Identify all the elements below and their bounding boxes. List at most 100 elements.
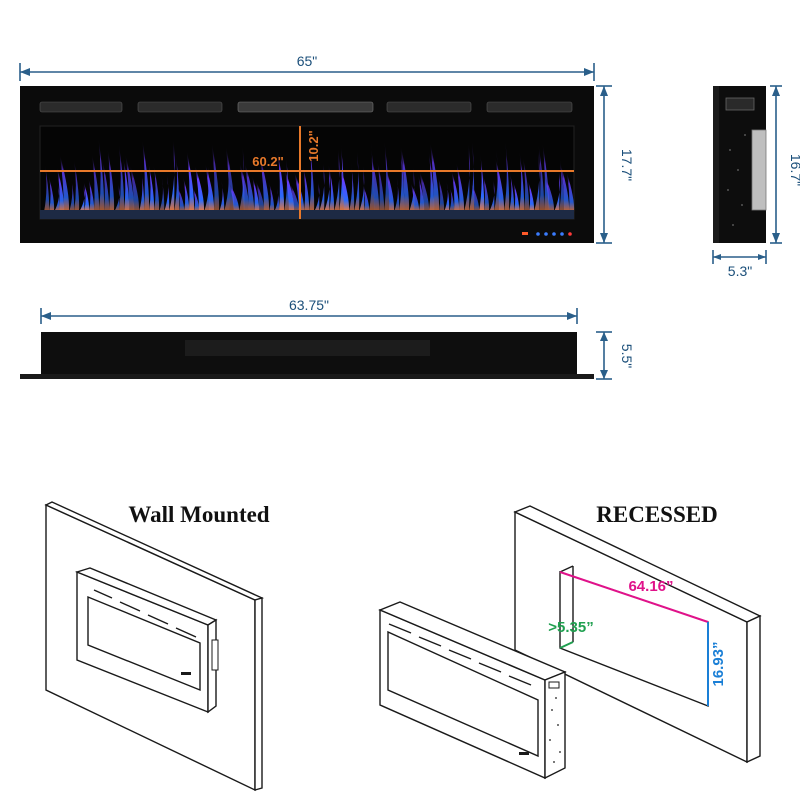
- flame-stroke: [73, 158, 80, 212]
- wall-mounted-illustration: Wall Mounted: [44, 501, 270, 792]
- flame-stroke: [129, 164, 140, 212]
- flame-stroke: [148, 162, 155, 212]
- flame-stroke: [118, 142, 125, 212]
- flame-stroke: [509, 170, 515, 212]
- flame-stroke: [560, 163, 570, 212]
- flame-stroke: [123, 156, 130, 212]
- flame-stroke: [153, 164, 160, 212]
- firebox-width-label: 60.2": [252, 154, 283, 169]
- recess-depth-label: >5.35”: [548, 619, 593, 636]
- flame-stroke: [239, 145, 245, 212]
- flame-stroke: [268, 181, 275, 212]
- flame-stroke: [56, 166, 65, 212]
- flame-stroke: [534, 149, 540, 212]
- flame-stroke: [194, 164, 205, 212]
- flame-stroke: [538, 143, 545, 212]
- recessed-title: RECESSED: [596, 502, 717, 527]
- flame-stroke: [88, 177, 95, 212]
- flame-stroke: [566, 171, 575, 212]
- flame-stroke: [205, 163, 215, 212]
- recessed-illustration: RECESSED 64.16” >5.35” 16.93”: [378, 502, 762, 780]
- flame-stroke: [159, 175, 165, 212]
- flame-stroke: [91, 153, 100, 212]
- top-depth-dimension: 5.5": [596, 331, 635, 380]
- recess-width-label: 64.16”: [628, 578, 673, 595]
- flame-stroke: [83, 180, 90, 212]
- side-depth-label: 5.3": [728, 263, 752, 279]
- flame-stroke: [211, 142, 220, 212]
- flame-stroke: [482, 173, 490, 212]
- flame-stroke: [239, 162, 250, 212]
- flame-stroke: [527, 179, 535, 212]
- flame-stroke: [309, 141, 315, 212]
- flame-stroke: [339, 164, 350, 212]
- flame-stroke: [225, 145, 235, 212]
- flame-stroke: [98, 137, 105, 212]
- flame-stroke: [284, 169, 295, 212]
- recess-height-label: 16.93”: [710, 641, 727, 686]
- flame-stroke: [512, 180, 520, 212]
- flame-stroke: [54, 183, 60, 212]
- flame-stroke: [494, 147, 500, 212]
- flame-stroke: [204, 164, 210, 212]
- side-height-label: 16.7": [788, 154, 800, 186]
- ember-bed: [40, 210, 574, 219]
- mounting-bracket: [751, 129, 767, 211]
- firebox-dimensions: 60.2" 10.2": [40, 126, 574, 219]
- flame-stroke: [359, 164, 365, 212]
- front-width-dimension: 65": [19, 53, 595, 81]
- front-height-dimension: 17.7": [596, 85, 635, 244]
- flame-stroke: [251, 175, 260, 212]
- flame-stroke: [489, 179, 495, 212]
- flame-stroke: [369, 137, 375, 212]
- flame-stroke: [219, 179, 225, 212]
- flame-stroke: [314, 180, 320, 212]
- flame-stroke: [324, 164, 330, 212]
- flame-stroke: [451, 169, 460, 212]
- flame-stroke: [139, 166, 145, 212]
- flame-stroke: [274, 186, 280, 212]
- flame-stroke: [418, 174, 425, 212]
- flame-stroke: [224, 153, 230, 212]
- top-width-label: 63.75": [289, 297, 329, 313]
- flame-stroke: [456, 162, 465, 212]
- flame-stroke: [449, 185, 455, 212]
- flame-stroke: [229, 182, 240, 212]
- flame-stroke: [430, 141, 440, 212]
- flame-stroke: [362, 184, 370, 212]
- top-width-dimension: 63.75": [40, 297, 578, 324]
- flame-stroke: [428, 149, 435, 212]
- flame-stroke: [519, 149, 525, 212]
- flame-stroke: [444, 180, 450, 212]
- flame-stroke: [169, 138, 175, 212]
- flame-stroke: [544, 174, 555, 212]
- firebox-height-label: 10.2": [306, 130, 321, 161]
- flame-stroke: [464, 142, 470, 212]
- flame-stroke: [192, 186, 200, 212]
- front-width-label: 65": [297, 53, 318, 69]
- flame-stroke: [469, 139, 475, 212]
- flame-stroke: [339, 137, 345, 212]
- control-panel: [522, 232, 572, 236]
- flame-stroke: [471, 182, 480, 212]
- flame-stroke: [244, 162, 255, 212]
- flame-stroke: [142, 139, 150, 212]
- flame-stroke: [289, 182, 300, 212]
- flame-stroke: [107, 148, 115, 212]
- flame-stroke: [554, 169, 561, 212]
- flame-stroke: [186, 150, 195, 212]
- flame-stroke: [277, 150, 285, 212]
- side-height-dimension: 16.7": [770, 85, 800, 244]
- front-view: 65" 60.2" 10.2": [19, 53, 635, 244]
- flame-stroke: [394, 175, 400, 212]
- front-height-label: 17.7": [619, 149, 635, 181]
- flame-stroke: [334, 147, 340, 212]
- flame-stroke: [302, 165, 310, 212]
- flame-stroke: [164, 173, 170, 212]
- flame-stroke: [419, 170, 430, 212]
- flame-stroke: [48, 174, 55, 212]
- flame-stroke: [399, 141, 405, 212]
- flame-effect: [44, 137, 575, 212]
- flame-stroke: [69, 175, 75, 212]
